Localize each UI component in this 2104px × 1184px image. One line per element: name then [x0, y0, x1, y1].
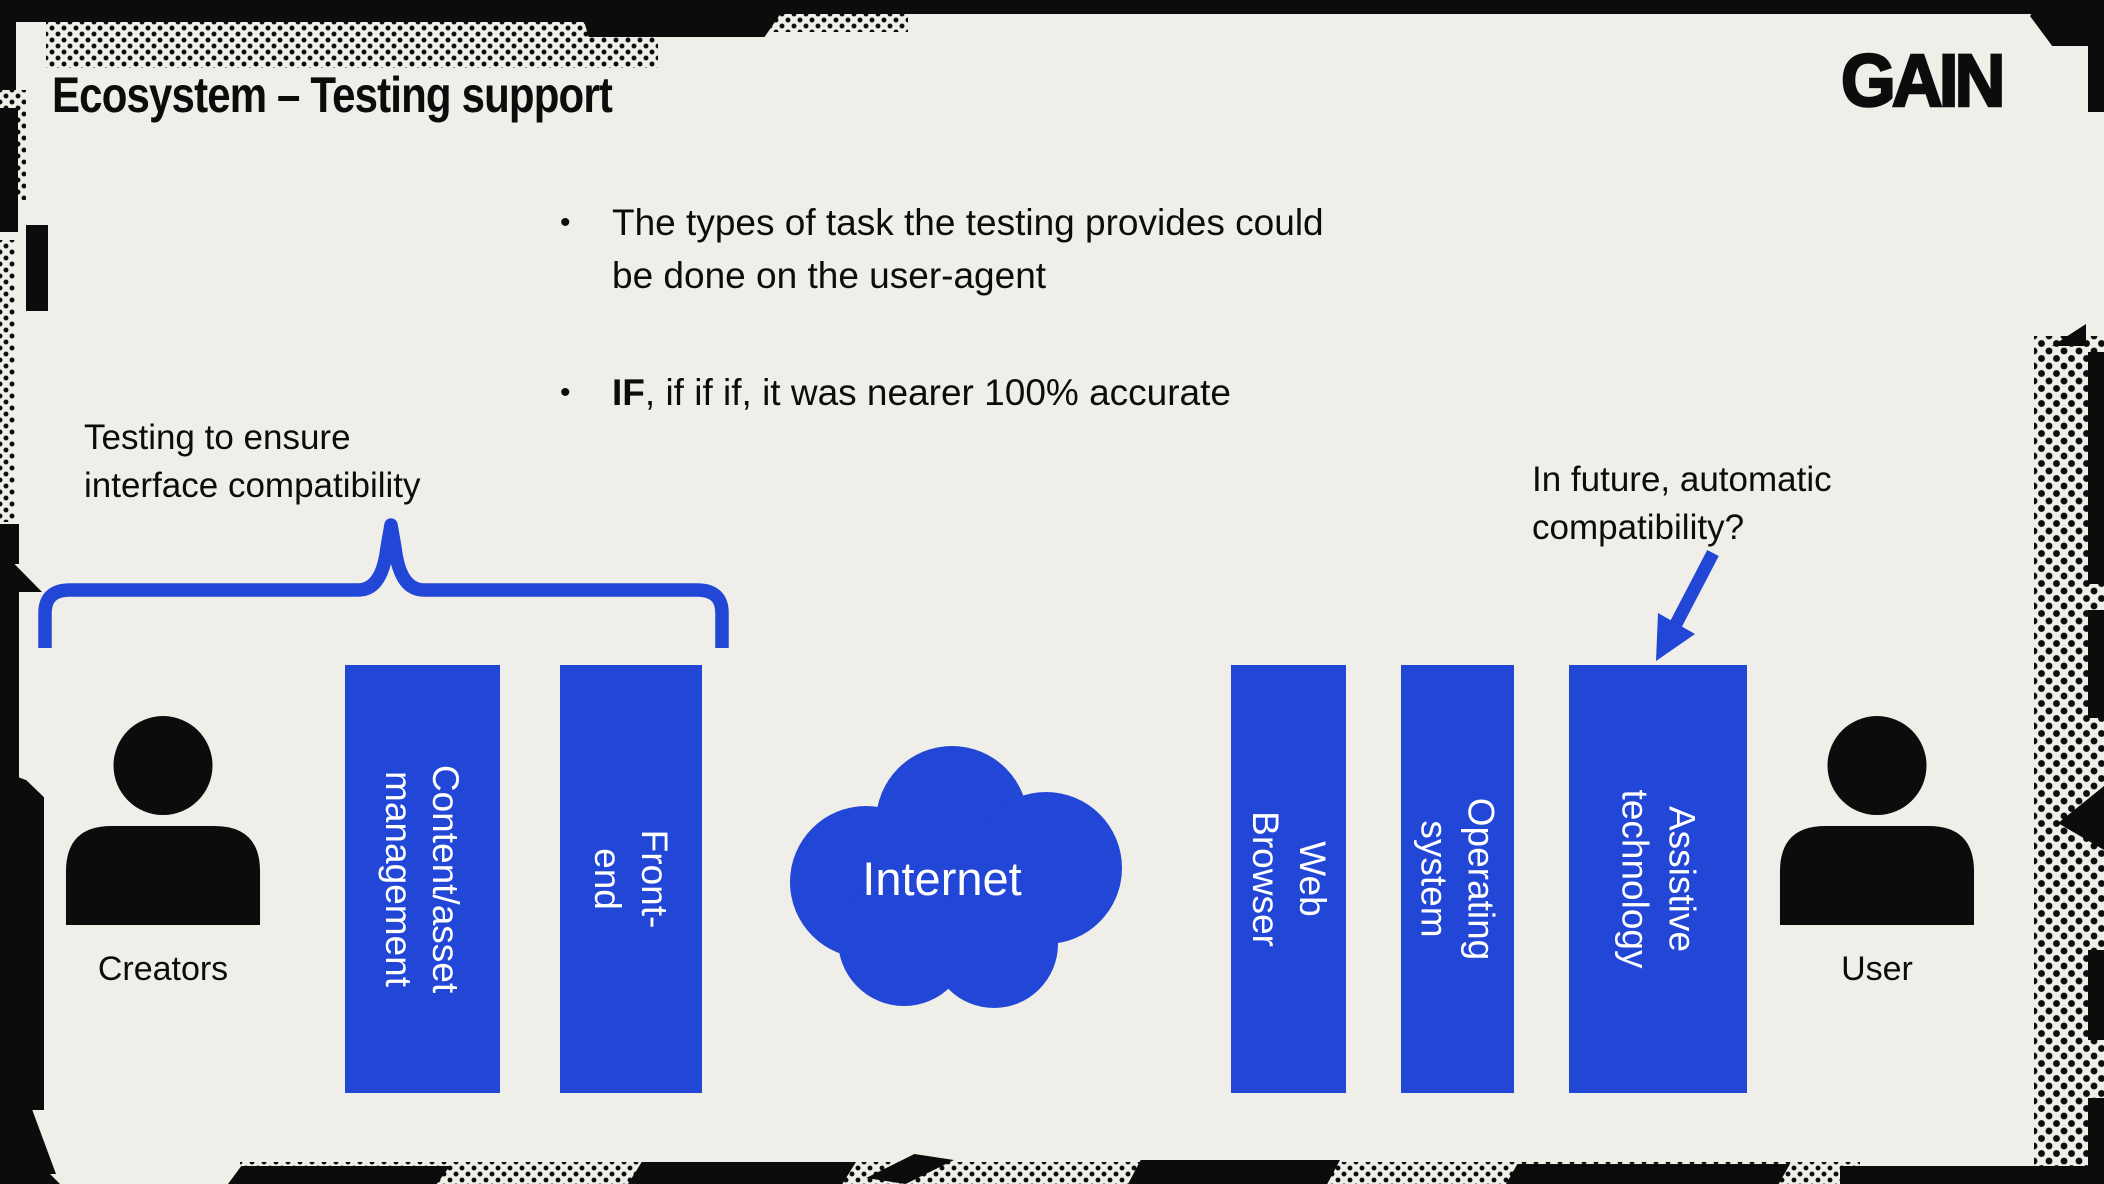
box-web-browser: Web Browser [1231, 665, 1346, 1093]
left-annotation-line1: Testing to ensure [84, 418, 351, 457]
bullet-2-rest: , if if if, it was nearer 100% accurate [644, 372, 1231, 413]
border-left-square [26, 225, 48, 311]
creators-label: Creators [97, 950, 229, 988]
border-left-block-1 [0, 0, 16, 90]
border-right-top-strip [2088, 0, 2104, 112]
box-front-end: Front-end [560, 665, 702, 1093]
right-annotation-line1: In future, automatic [1532, 460, 1832, 499]
halftone-left-upper [0, 90, 26, 200]
left-annotation-line2: interface compatibility [84, 466, 421, 505]
border-left-block-4 [0, 770, 44, 1110]
halftone-top-center [656, 8, 908, 32]
border-right-block-3 [2088, 950, 2104, 1040]
border-right-block-1 [2088, 352, 2104, 584]
border-bottom-piece-2 [228, 1166, 450, 1184]
box-content-asset-management: Content/asset management [345, 665, 500, 1093]
border-bottom-piece-5 [1128, 1160, 1340, 1184]
right-annotation: In future, automatic compatibility? [1532, 456, 1832, 552]
box-assistive-technology: Assistive technology [1569, 665, 1747, 1093]
border-bottom-piece-6 [1506, 1164, 1790, 1184]
bullet-marker: • [560, 206, 571, 239]
box-operating-system: Operating system [1401, 665, 1514, 1093]
border-bottom-piece-1 [0, 1166, 60, 1184]
left-annotation: Testing to ensure interface compatibilit… [84, 414, 421, 510]
border-left-block-3 [0, 524, 19, 564]
bullet-2-bold: IF [612, 372, 645, 413]
border-right-block-2 [2088, 610, 2104, 718]
bullet-2-text: IF, if if if, it was nearer 100% accurat… [612, 366, 1340, 419]
bullet-item-2: • IF, if if if, it was nearer 100% accur… [560, 366, 1340, 419]
bullet-item-1: • The types of task the testing provides… [560, 196, 1340, 302]
page-title: Ecosystem – Testing support [52, 67, 613, 123]
creators-person-icon [64, 714, 262, 926]
border-left-bar [0, 586, 19, 778]
bullet-1-text: The types of task the testing provides c… [612, 202, 1324, 296]
halftone-left-band [0, 240, 15, 522]
user-person-icon [1778, 714, 1976, 926]
user-label: User [1841, 950, 1913, 988]
border-right-block-4 [2088, 1098, 2104, 1184]
border-bottom-piece-7 [1840, 1166, 2104, 1184]
gain-logo: GAIN [1840, 39, 2007, 122]
border-bottom-piece-3 [628, 1162, 856, 1184]
internet-cloud-label: Internet [862, 851, 1022, 905]
right-annotation-line2: compatibility? [1532, 508, 1745, 547]
bullet-list: • The types of task the testing provides… [560, 196, 1340, 419]
bullet-marker: • [560, 376, 571, 409]
halftone-top-left [46, 10, 658, 68]
internet-cloud [780, 744, 1126, 1012]
